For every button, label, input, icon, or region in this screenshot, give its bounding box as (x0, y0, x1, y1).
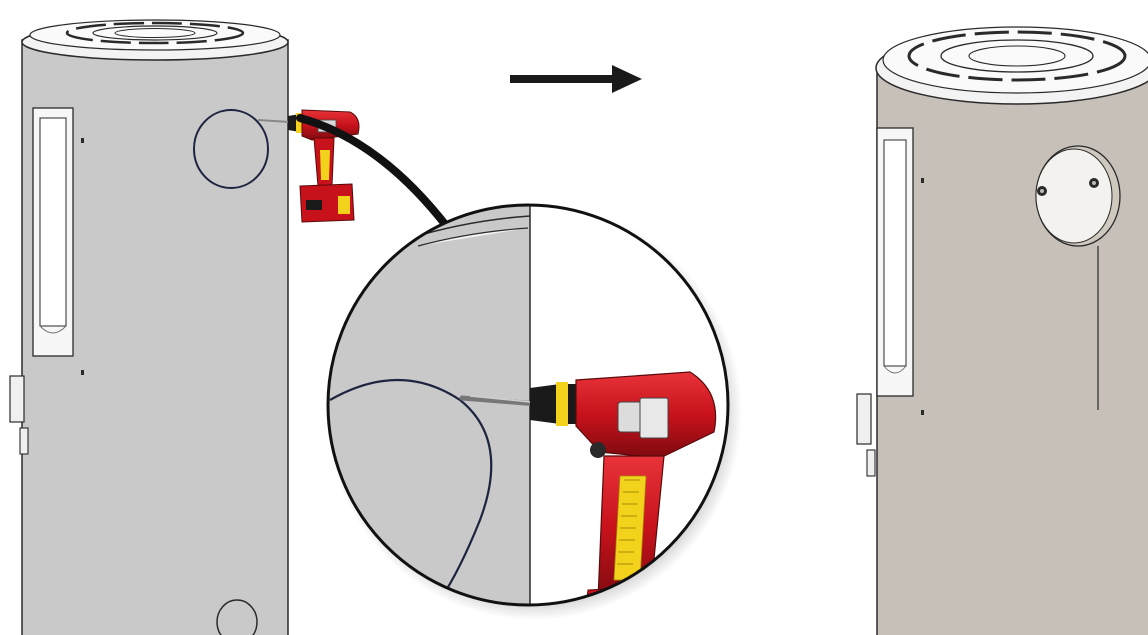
magnifier-leader-line (296, 114, 452, 232)
magnified-detail-view (326, 203, 742, 620)
cylinder-body-after (876, 65, 1148, 635)
cordless-drill-icon (257, 109, 360, 223)
drill-hole-outline (193, 109, 269, 189)
water-heater-before (9, 19, 289, 635)
cover-plate (1035, 145, 1121, 247)
water-heater-after (856, 26, 1148, 635)
side-bracket-after (856, 393, 872, 445)
front-window-after (876, 127, 914, 397)
arrow-right-icon (510, 65, 642, 93)
side-bracket-before (9, 375, 25, 423)
front-window-before (32, 107, 74, 357)
lower-port-outline (216, 599, 258, 635)
